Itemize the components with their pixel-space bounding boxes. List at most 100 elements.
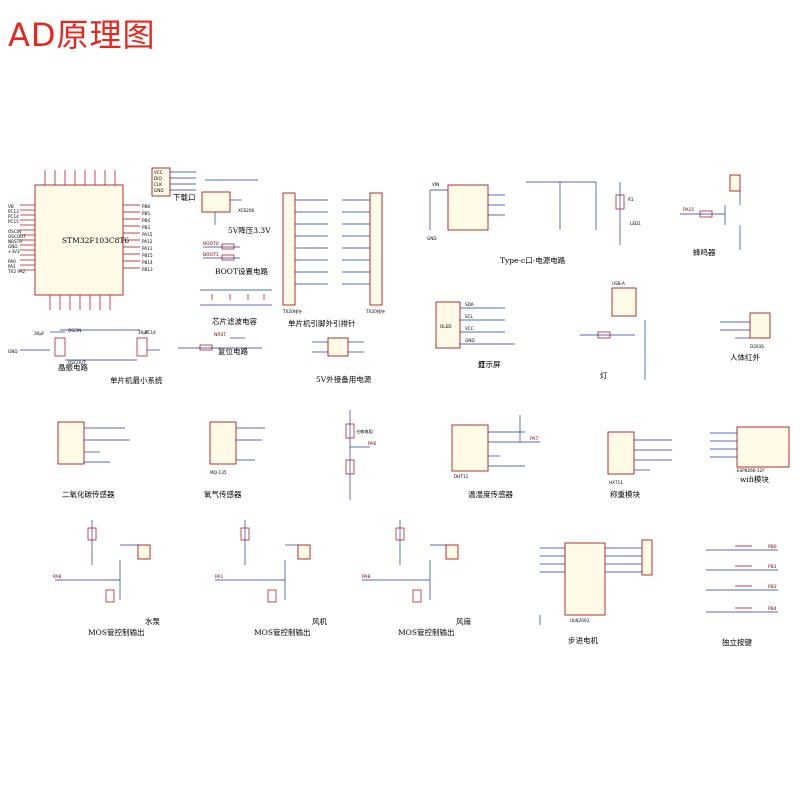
svg-text:GND: GND	[427, 236, 437, 241]
mos1-label: MOS管控制输出	[88, 627, 144, 637]
svg-text:R1: R1	[628, 197, 634, 202]
svg-text:SDA: SDA	[465, 302, 474, 307]
lamp-module: USB-A 灯	[580, 281, 646, 380]
boot-module: BOOT0 BOOT1 BOOT设置电路	[203, 241, 268, 276]
caps-label: 芯片滤波电容	[212, 316, 257, 326]
svg-text:30pF: 30pF	[34, 331, 45, 336]
svg-text:PB8: PB8	[142, 204, 150, 209]
svg-text:PC13: PC13	[8, 209, 19, 214]
key-pin-3: PB3	[768, 584, 777, 590]
svg-text:30pF: 30pF	[138, 330, 149, 335]
dht-label: 温湿度传感器	[468, 489, 513, 499]
header-part-1: TX20排针	[282, 308, 302, 315]
mos3-load: 风扇	[456, 616, 471, 626]
mcu-label: 单片机最小系统	[110, 375, 163, 385]
svg-text:PC14: PC14	[145, 330, 156, 335]
reset-module: NRST 复位电路	[178, 332, 262, 356]
pir-module: D203S 人体红外	[720, 312, 771, 362]
mos2-label: MOS管控制输出	[254, 627, 310, 637]
svg-text:OSCOUT: OSCOUT	[68, 360, 86, 365]
mos2-pin: PA1	[215, 574, 224, 580]
svg-text:VIN: VIN	[432, 182, 439, 187]
pir-chip: D203S	[750, 344, 764, 349]
dht-module: DHT11 PA7 温湿度传感器	[451, 415, 540, 499]
svg-text:OSCIN: OSCIN	[68, 328, 81, 333]
svg-text:PB3: PB3	[142, 225, 150, 230]
mos3-module: PA8 风扇 MOS管控制输出	[362, 520, 471, 637]
svg-text:PB4: PB4	[142, 218, 150, 223]
ext5v-label: 5V外接备用电源	[316, 374, 372, 384]
co2-label: 二氧化碳传感器	[62, 489, 115, 499]
wifi-chip: ESP8266-12F	[737, 468, 765, 473]
svg-text:VCC: VCC	[154, 170, 163, 175]
svg-text:PB15: PB15	[142, 253, 153, 258]
ldo-chip: XC6206	[238, 208, 254, 213]
svg-text:GND: GND	[8, 244, 18, 249]
mos1-pin: PA8	[53, 574, 62, 580]
svg-text:VB: VB	[8, 204, 14, 209]
boot1-pin: BOOT1	[203, 252, 219, 258]
stepper-chip: ULN2003	[570, 618, 590, 623]
scale-chip: HX711	[609, 480, 623, 485]
wifi-module: ESP8266-12F wifi模块	[710, 426, 790, 484]
buzzer-label: 蜂鸣器	[693, 247, 716, 257]
svg-text:GND: GND	[154, 188, 164, 193]
lamp-label: 灯	[600, 370, 608, 380]
svg-text:PB5: PB5	[142, 211, 150, 216]
header-part-2: TX20排针	[365, 308, 385, 315]
o2-module: MQ-135 氧气传感器	[204, 421, 265, 499]
o2-chip: MQ-135	[210, 470, 227, 475]
svg-text:OSCIN: OSCIN	[8, 229, 21, 234]
svg-text:GND: GND	[8, 349, 18, 354]
wifi-label: wifi模块	[740, 474, 769, 484]
mcu-chip-name: STM32F103C8T6	[62, 236, 129, 245]
boot-label: BOOT设置电路	[215, 266, 268, 276]
ldr-module: PA6 光敏电阻	[345, 410, 377, 500]
ldo-module: XC6206 5V降压3.3V	[201, 179, 271, 235]
mos3-label: MOS管控制输出	[398, 627, 454, 637]
svg-text:PB13: PB13	[142, 267, 153, 272]
download-label: 下载口	[173, 192, 196, 202]
dht-chip: DHT11	[454, 474, 469, 479]
svg-text:LED1: LED1	[630, 221, 641, 226]
mos2-load: 风机	[312, 616, 327, 626]
crystal-label: 晶振电路	[58, 362, 88, 372]
svg-text:PA15: PA15	[142, 232, 153, 237]
svg-text:PA11: PA11	[142, 246, 153, 251]
svg-text:SCL: SCL	[465, 314, 474, 319]
svg-text:PC14: PC14	[8, 214, 19, 219]
svg-text:DIO: DIO	[154, 176, 162, 181]
usbc-module: VIN GND Type-c口-电源电路 LED1 R1	[427, 181, 641, 265]
usbc-label: Type-c口-电源电路	[500, 255, 566, 265]
caps-module: 芯片滤波电容	[200, 289, 272, 326]
ldr-label: 光敏电阻	[356, 428, 374, 435]
svg-text:PA1: PA1	[8, 264, 16, 269]
mos1-load: 水泵	[145, 616, 160, 626]
keys-module: PB0 PB1 PB3 PB4 独立按键	[706, 544, 778, 647]
co2-module: 二氧化碳传感器	[57, 421, 130, 499]
buzzer-module: PA15 蜂鸣器	[680, 174, 741, 257]
svg-text:PC15: PC15	[8, 219, 19, 224]
scale-label: 称重模块	[610, 489, 640, 499]
header-label: 单片机引脚外引排针	[288, 318, 356, 328]
svg-text:TX2 PA2: TX2 PA2	[7, 269, 26, 274]
stepper-module: ULN2003 步进电机	[539, 539, 653, 645]
svg-text:NRSTR: NRSTR	[8, 239, 22, 244]
scale-module: HX711 称重模块	[607, 431, 672, 499]
page-title: AD原理图	[8, 16, 156, 54]
keys-label: 独立按键	[722, 637, 752, 647]
boot0-pin: BOOT0	[203, 241, 219, 247]
key-pin-1: PB0	[768, 544, 777, 550]
oled-chip: OLED	[440, 324, 452, 329]
o2-label: 氧气传感器	[204, 489, 242, 499]
key-pin-2: PB1	[768, 564, 777, 570]
reset-pin: NRST	[214, 332, 226, 338]
mos3-pin: PA8	[362, 574, 371, 580]
oled-label: 灯	[478, 359, 486, 369]
pir-label: 人体红外	[730, 352, 760, 362]
lamp-part: USB-A	[612, 281, 625, 286]
